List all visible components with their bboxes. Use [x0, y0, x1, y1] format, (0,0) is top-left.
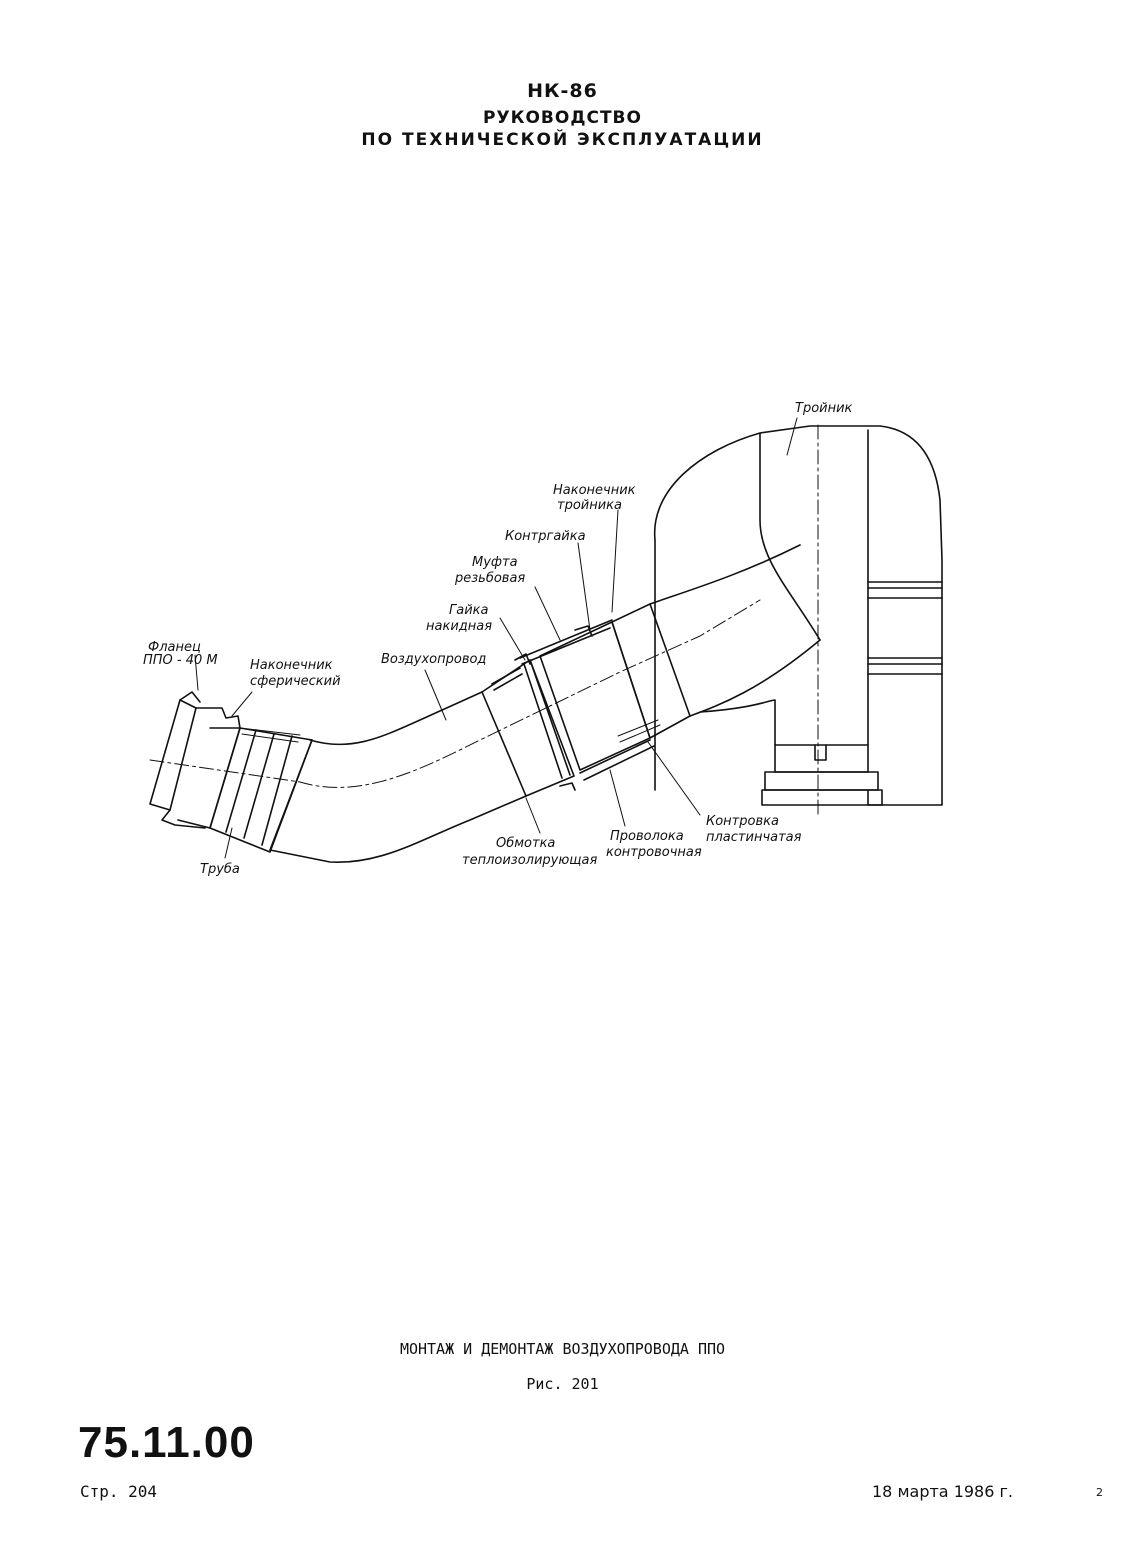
doc-subtitle-2: ПО ТЕХНИЧЕСКОЙ ЭКСПЛУАТАЦИИ	[361, 130, 764, 150]
label-obmotka-2: теплоизолирующая	[462, 853, 598, 868]
tee-body	[653, 425, 943, 806]
label-nakonechnik-troinika-2: тройника	[557, 498, 622, 513]
label-nakonechnik-sfer-2: сферический	[250, 674, 341, 689]
corner-mark: 2	[1096, 1486, 1103, 1499]
page-number: Стр. 204	[80, 1482, 158, 1501]
label-obmotka-1: Обмотка	[496, 836, 555, 851]
figure-caption: МОНТАЖ И ДЕМОНТАЖ ВОЗДУХОПРОВОДА ППО	[399, 1340, 726, 1358]
label-mufta-2: резьбовая	[454, 571, 525, 586]
air-duct	[309, 691, 483, 746]
figure-number: Рис. 201	[526, 1375, 599, 1393]
doc-title: НК-86	[527, 80, 598, 102]
label-provoloka-2: контровочная	[606, 845, 702, 860]
label-kontrgaika: Контргайка	[505, 529, 586, 544]
label-gaika-1: Гайка	[449, 603, 489, 618]
label-flanec-2: ППО - 40 М	[143, 653, 218, 668]
label-kontrovka-2: пластинчатая	[706, 830, 802, 845]
label-gaika-2: накидная	[426, 619, 492, 634]
label-truba: Труба	[200, 862, 240, 877]
label-provoloka-1: Проволока	[610, 829, 684, 844]
section-code: 75.11.00	[78, 1418, 255, 1467]
label-mufta-1: Муфта	[472, 555, 518, 570]
label-vozduhoprovod: Воздухопровод	[381, 652, 486, 667]
label-kontrovka-1: Контровка	[706, 814, 779, 829]
label-nakonechnik-troinika-1: Наконечник	[553, 483, 636, 498]
label-troinik: Тройник	[795, 401, 853, 416]
revision-date: 18 марта 1986 г.	[872, 1482, 1013, 1501]
label-flanec-1: Фланец	[148, 640, 201, 655]
doc-subtitle: РУКОВОДСТВО	[483, 108, 642, 128]
label-nakonechnik-sfer-1: Наконечник	[250, 658, 333, 673]
